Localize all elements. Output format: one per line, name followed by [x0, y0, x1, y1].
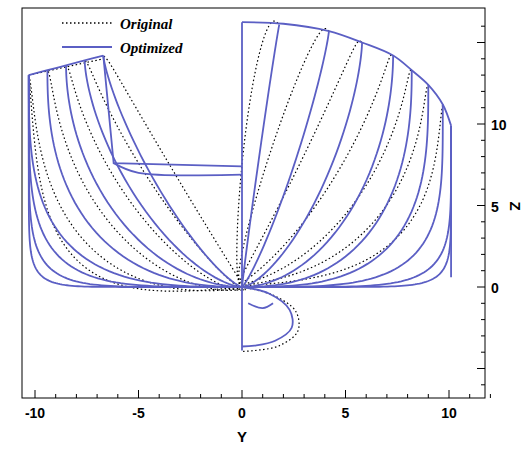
legend-text: Original: [120, 16, 173, 33]
axis-label: 10: [491, 117, 507, 133]
z-tick: [477, 368, 485, 369]
x-tick: [490, 394, 491, 398]
z-tick: [481, 172, 485, 173]
z-tick: [477, 42, 485, 43]
x-tick: [428, 394, 429, 398]
axis-label: -10: [25, 405, 45, 421]
optimized-section: [29, 75, 242, 287]
hull-sections: [29, 21, 451, 351]
x-tick: [200, 394, 201, 398]
optimized-section: [29, 76, 242, 287]
original-section: [103, 56, 245, 290]
x-tick: [76, 394, 77, 398]
z-tick: [481, 156, 485, 157]
original-section: [239, 29, 329, 287]
optimized-section: [241, 22, 243, 350]
x-tick: [179, 394, 180, 398]
z-tick: [481, 107, 485, 108]
axis-label: 5: [491, 199, 499, 215]
original-section: [242, 287, 299, 351]
optimized-section: [103, 56, 242, 167]
x-tick: [386, 394, 387, 398]
optimized-section: [114, 163, 242, 175]
z-tick: [481, 140, 485, 141]
x-tick: [324, 394, 325, 398]
x-tick: [55, 394, 56, 398]
z-tick: [481, 303, 485, 304]
x-tick: [304, 394, 305, 398]
x-tick: [117, 394, 118, 398]
z-tick: [481, 254, 485, 255]
optimized-section: [29, 75, 242, 287]
axis-label: 0: [238, 405, 246, 421]
optimized-section: [29, 75, 242, 287]
axis-ticks: [35, 26, 490, 398]
axis-label: -5: [132, 405, 144, 421]
z-tick: [481, 221, 485, 222]
legend-sample-optimized: [62, 46, 112, 48]
x-tick: [221, 394, 222, 398]
z-tick: [481, 319, 485, 320]
x-tick: [262, 394, 263, 398]
original-section: [66, 65, 243, 290]
z-tick: [477, 287, 485, 288]
z-tick: [481, 352, 485, 353]
optimized-section: [242, 22, 451, 126]
legend-sample-original: [62, 22, 112, 23]
x-tick: [35, 390, 36, 398]
optimized-section: [450, 126, 452, 278]
z-tick: [481, 335, 485, 336]
optimized-section: [242, 31, 329, 287]
x-tick: [407, 394, 408, 398]
z-tick: [481, 238, 485, 239]
z-tick: [481, 189, 485, 190]
axis-label: Z: [507, 201, 524, 210]
axis-label: 10: [441, 405, 457, 421]
z-tick: [477, 124, 485, 125]
z-tick: [481, 384, 485, 385]
original-section: [47, 70, 242, 290]
z-tick: [477, 205, 485, 206]
axis-label: Y: [237, 428, 247, 445]
optimized-section: [242, 126, 451, 287]
optimized-section: [66, 65, 242, 287]
z-tick: [481, 75, 485, 76]
original-section: [85, 60, 244, 289]
legend-text: Optimized: [120, 40, 183, 57]
original-section: [242, 85, 428, 287]
plot-frame: [22, 8, 485, 398]
z-tick: [481, 270, 485, 271]
x-tick: [138, 390, 139, 398]
z-tick: [481, 26, 485, 27]
x-tick: [449, 390, 450, 398]
axis-label: 0: [491, 280, 499, 296]
x-tick: [283, 394, 284, 398]
optimized-section: [242, 25, 279, 287]
optimized-section: [242, 287, 293, 346]
optimized-section: [47, 70, 242, 287]
x-tick: [469, 394, 470, 398]
optimized-section: [29, 56, 104, 76]
x-tick: [242, 390, 243, 398]
optimized-section: [242, 126, 451, 287]
z-tick: [481, 91, 485, 92]
x-tick: [159, 394, 160, 398]
z-tick: [481, 58, 485, 59]
x-tick: [345, 390, 346, 398]
optimized-section: [242, 43, 362, 288]
optimized-section: [242, 56, 393, 287]
optimized-section: [242, 85, 428, 287]
original-section: [237, 21, 279, 287]
axis-label: 5: [342, 405, 350, 421]
optimized-section: [85, 60, 242, 287]
x-tick: [97, 394, 98, 398]
optimized-section: [248, 303, 273, 308]
x-tick: [366, 394, 367, 398]
optimized-section: [103, 56, 242, 287]
